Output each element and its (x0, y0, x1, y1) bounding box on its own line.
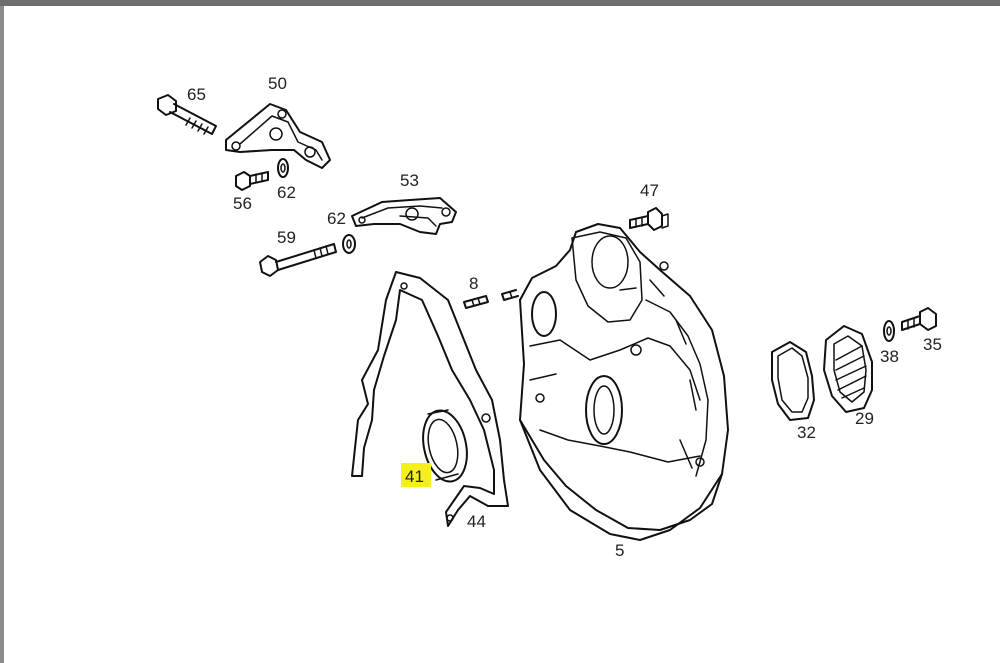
label-53: 53 (400, 171, 419, 190)
part-35-bolt[interactable] (901, 307, 937, 331)
label-50: 50 (268, 74, 287, 93)
part-29-cover-plate[interactable] (823, 325, 873, 413)
window-top-border (0, 0, 1000, 6)
part-47-bolt[interactable] (629, 207, 669, 231)
label-8: 8 (469, 274, 478, 293)
part-50-bracket[interactable] (225, 103, 331, 169)
label-65: 65 (187, 85, 206, 104)
part-53-bracket[interactable] (351, 197, 457, 235)
part-32-gasket[interactable] (771, 341, 815, 421)
part-56-bolt[interactable] (235, 171, 269, 191)
part-44-gasket[interactable] (351, 271, 509, 527)
label-35: 35 (923, 335, 942, 354)
highlight-marker (401, 463, 431, 487)
label-44: 44 (467, 512, 486, 531)
part-8-dowel-pins[interactable] (463, 289, 519, 309)
label-38: 38 (880, 347, 899, 366)
label-32: 32 (797, 423, 816, 442)
part-41-seal-ring[interactable] (417, 406, 473, 485)
part-5-timing-case-cover[interactable] (519, 223, 729, 541)
window-left-border (0, 6, 4, 663)
part-59-bolt[interactable] (259, 243, 337, 277)
part-65-bolt[interactable] (157, 94, 217, 135)
label-62-lower: 62 (327, 209, 346, 228)
label-5: 5 (615, 541, 624, 560)
label-56: 56 (233, 194, 252, 213)
label-59: 59 (277, 228, 296, 247)
label-62-upper: 62 (277, 183, 296, 202)
part-62-washer-lower[interactable] (342, 234, 356, 254)
part-62-washer-upper[interactable] (277, 158, 289, 178)
part-38-washer[interactable] (883, 320, 895, 342)
label-41: 41 (405, 467, 424, 486)
label-29: 29 (855, 409, 874, 428)
label-47: 47 (640, 181, 659, 200)
